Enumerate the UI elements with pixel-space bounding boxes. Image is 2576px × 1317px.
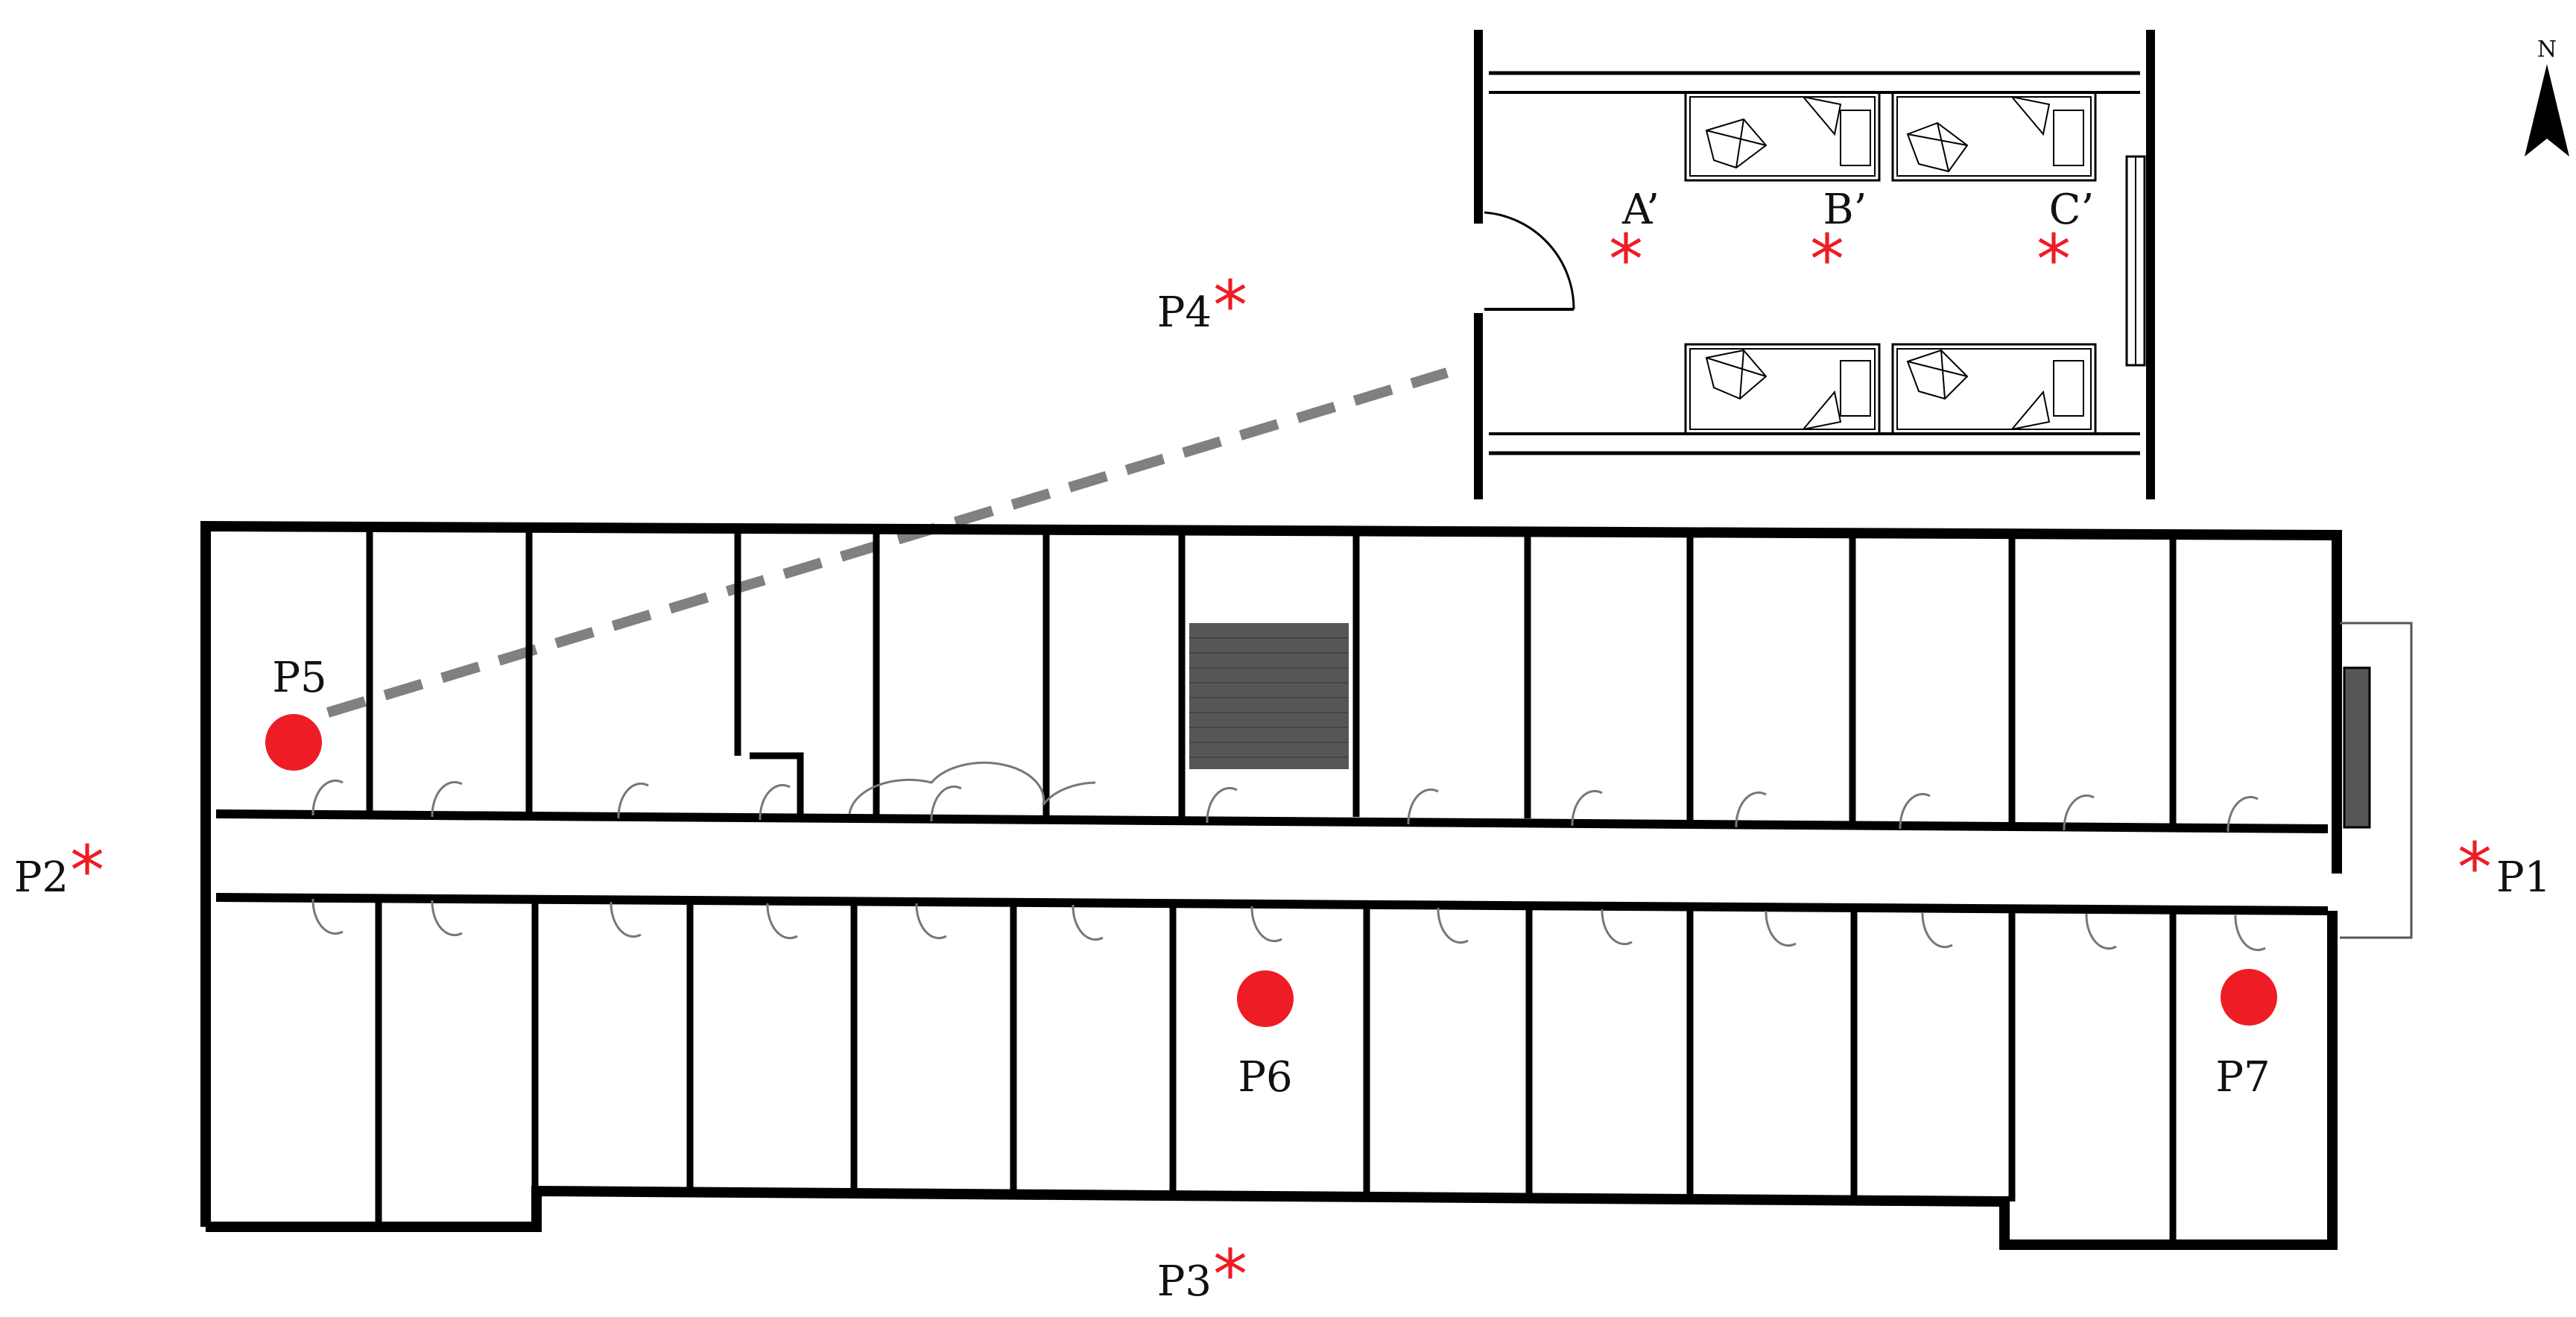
outdoor-points: * P1 P2 * P3 * P4 * bbox=[14, 266, 2551, 1315]
south-door-swings bbox=[311, 898, 2266, 952]
bed-bottom-2 bbox=[1891, 343, 2097, 435]
north-door-swings bbox=[311, 761, 2259, 833]
c-label: C’ bbox=[2049, 186, 2095, 234]
compass-label: N bbox=[2537, 37, 2557, 63]
b-label: B’ bbox=[1823, 186, 1867, 234]
p7-label: P7 bbox=[2215, 1053, 2270, 1102]
p3-star-icon: * bbox=[1213, 1235, 1247, 1315]
p4-label: P4 bbox=[1157, 288, 1212, 337]
main-floor-plan bbox=[200, 520, 2413, 1250]
p5-marker bbox=[265, 714, 322, 771]
central-stairwell-treads bbox=[1189, 637, 1349, 758]
central-stairwell bbox=[1189, 623, 1349, 769]
a-label: A’ bbox=[1621, 186, 1659, 234]
outer-wall-north bbox=[200, 520, 2342, 1227]
p6-label: P6 bbox=[1238, 1053, 1292, 1102]
indoor-points: P5 P6 P7 bbox=[265, 654, 2277, 1102]
corridor-wall-south bbox=[215, 893, 2329, 915]
south-room-partitions bbox=[375, 899, 2177, 1245]
inset-points: A’ * B’ * C’ * bbox=[1609, 186, 2094, 300]
inset-door-swing bbox=[1484, 211, 1575, 310]
c-star-icon: * bbox=[2037, 220, 2071, 300]
p7-marker bbox=[2221, 969, 2277, 1026]
p2-label: P2 bbox=[14, 853, 69, 902]
inset-connector-dashed-line bbox=[326, 367, 1449, 718]
p2-star-icon: * bbox=[70, 831, 104, 911]
p1-star-icon: * bbox=[2458, 828, 2492, 908]
room-detail-inset bbox=[1474, 30, 2155, 499]
p6-marker bbox=[1237, 970, 1294, 1027]
p5-label: P5 bbox=[272, 654, 326, 702]
east-stairwell bbox=[2343, 666, 2371, 829]
north-arrow-icon bbox=[2525, 64, 2569, 157]
p3-label: P3 bbox=[1157, 1257, 1212, 1306]
bed-top-1 bbox=[1684, 91, 1881, 182]
corridor-wall-north bbox=[215, 809, 2329, 833]
a-star-icon: * bbox=[1609, 220, 1643, 300]
b-star-icon: * bbox=[1810, 220, 1844, 300]
outer-wall-south bbox=[206, 911, 2338, 1250]
p4-star-icon: * bbox=[1213, 266, 1247, 346]
bed-bottom-1 bbox=[1684, 343, 1881, 435]
bed-top-2 bbox=[1891, 91, 2097, 182]
north-room-partitions bbox=[366, 531, 2177, 824]
east-stair-outline bbox=[2340, 622, 2413, 939]
p1-label: P1 bbox=[2496, 853, 2551, 902]
